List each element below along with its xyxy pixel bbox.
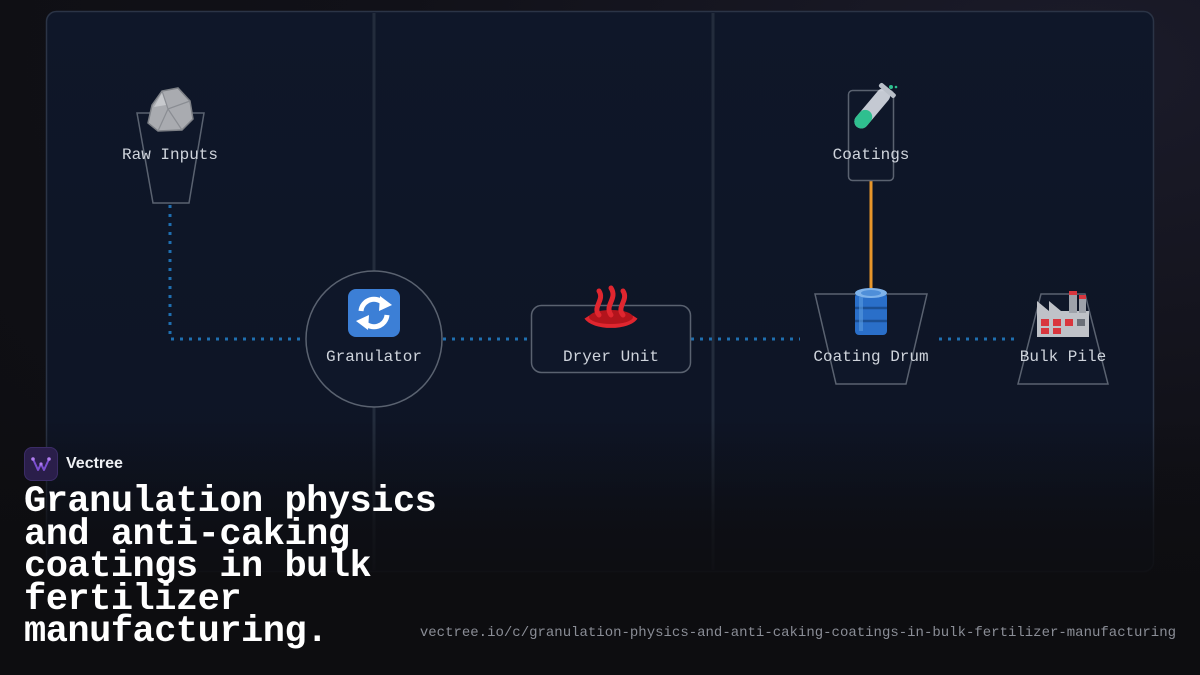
brand-name: Vectree (66, 455, 123, 472)
node-label: Raw Inputs (122, 146, 218, 164)
test-tube-icon (854, 82, 896, 129)
node-coatings[interactable]: Coatings (833, 82, 910, 182)
node-label: Granulator (326, 348, 422, 366)
node-label: Coating Drum (813, 348, 928, 366)
page-title: Granulation physics and anti-caking coat… (24, 481, 437, 653)
rock-icon (147, 87, 194, 132)
node-shape (814, 293, 928, 385)
vectree-logo-icon (24, 447, 58, 481)
node-bulk-pile[interactable]: Bulk Pile (1017, 291, 1109, 385)
node-dryer-unit[interactable]: Dryer Unit (530, 285, 692, 374)
cycle-arrows-icon (348, 289, 400, 337)
node-granulator[interactable]: Granulator (305, 270, 443, 408)
node-coating-drum[interactable]: Coating Drum (813, 288, 929, 385)
node-label: Coatings (833, 146, 910, 164)
brand[interactable]: Vectree (24, 447, 123, 481)
node-label: Dryer Unit (563, 348, 659, 366)
oil-drum-icon (855, 288, 887, 335)
node-raw-inputs[interactable]: Raw Inputs (122, 87, 218, 204)
node-shape (305, 270, 443, 408)
factory-icon (1037, 291, 1089, 337)
page-url[interactable]: vectree.io/c/granulation-physics-and-ant… (419, 625, 1176, 641)
node-label: Bulk Pile (1020, 348, 1106, 366)
hot-springs-icon (584, 285, 638, 328)
